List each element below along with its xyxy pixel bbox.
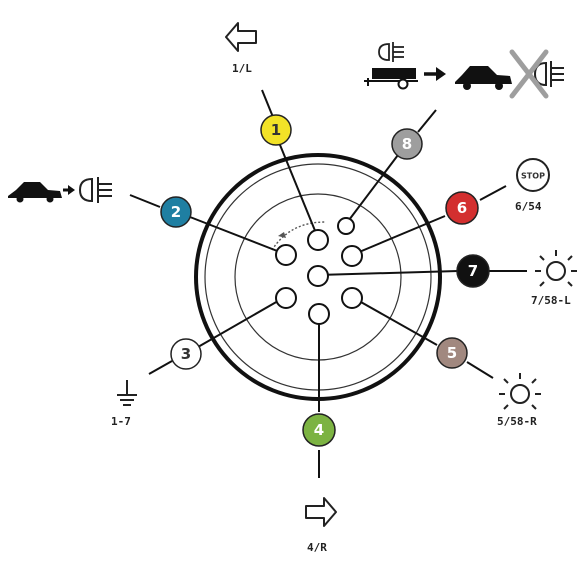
arrow-head-icon	[436, 67, 446, 81]
contacts	[275, 217, 363, 325]
pin-4-number: 4	[314, 421, 324, 439]
arrow-head-icon	[68, 185, 75, 195]
leader-1-inner	[277, 139, 319, 239]
pin-3-circle	[170, 338, 202, 370]
contact-1	[307, 229, 329, 251]
trailer-wheel-icon	[397, 78, 409, 90]
pin-7-label: 7/58-L	[531, 294, 571, 307]
car-lamp-icon	[533, 61, 547, 87]
contact-3	[275, 287, 297, 309]
car-icon	[455, 66, 512, 84]
leader-3-inner	[197, 296, 286, 348]
pin-8-number: 8	[402, 135, 412, 153]
pin-badge-7: 7	[456, 254, 490, 288]
right-tail-light-icon	[499, 373, 541, 410]
contact-6	[341, 245, 363, 267]
cross-line-icon	[509, 49, 549, 99]
left-indicator-arrow-icon	[225, 22, 257, 52]
lamp-icon	[78, 177, 93, 203]
pin-6-number: 6	[457, 199, 467, 217]
pin-badge-8: 8	[391, 128, 423, 160]
car-wheel-icon	[46, 195, 54, 203]
pin-2-circle	[160, 196, 192, 228]
trailer-lamp-icon	[378, 43, 390, 61]
pin-5-circle	[436, 337, 468, 369]
trailer-icon	[372, 68, 416, 79]
socket-key-mark	[271, 221, 326, 251]
leader-8-inner	[345, 154, 399, 225]
pin-5-label: 5/58-R	[497, 415, 537, 428]
leader-2-inner	[189, 216, 286, 255]
stop-sign-text: STOP	[521, 172, 545, 181]
leader-lines	[129, 89, 527, 478]
pin-1-circle	[260, 114, 292, 146]
leader-2-outer	[129, 194, 161, 208]
stop-light-icon: STOP	[516, 158, 550, 192]
pin-1-label: 1/L	[232, 62, 252, 75]
stop-sign-icon	[516, 158, 550, 192]
contact-4	[308, 303, 330, 325]
pin-3-number: 3	[181, 345, 191, 363]
car-icon	[8, 182, 62, 198]
contact-2	[275, 244, 297, 266]
pin-badge-4: 4	[302, 413, 336, 447]
pin-3-label: 1-7	[111, 415, 131, 428]
pin-7-number: 7	[468, 262, 478, 280]
right-indicator-arrow-icon	[305, 497, 337, 527]
car-wheel-icon	[463, 82, 471, 90]
ground-icon	[117, 380, 137, 406]
pin-badge-5: 5	[436, 337, 468, 369]
contact-5	[341, 287, 363, 309]
contact-7	[307, 265, 329, 287]
socket-key-notch	[278, 232, 286, 238]
leader-6-outer	[479, 185, 507, 201]
pin-badge-3: 3	[170, 338, 202, 370]
pin-1-number: 1	[271, 121, 281, 139]
leader-7-inner	[317, 270, 459, 276]
pin-5-number: 5	[447, 344, 457, 362]
leader-5-outer	[466, 361, 494, 379]
fog-light-cutoff-icon	[364, 42, 564, 99]
pin-6-circle	[445, 191, 479, 225]
pin-badge-2: 2	[160, 196, 192, 228]
pin-badge-1: 1	[260, 114, 292, 146]
leader-5-inner	[351, 296, 438, 346]
car-wheel-icon	[495, 82, 503, 90]
pin-7-circle	[456, 254, 490, 288]
car-wheel-icon	[16, 195, 24, 203]
pin-4-label: 4/R	[307, 541, 327, 554]
pin-4-circle	[302, 413, 336, 447]
rear-fog-light-icon	[8, 177, 112, 203]
pin-8-circle	[391, 128, 423, 160]
pin-badge-6: 6	[445, 191, 479, 225]
left-tail-light-icon	[535, 250, 577, 287]
leader-6-inner	[351, 215, 446, 256]
pin-6-label: 6/54	[515, 200, 542, 213]
leader-8-outer	[417, 109, 437, 133]
contact-8	[337, 217, 355, 235]
leader-3-outer	[148, 360, 173, 375]
pin-2-number: 2	[171, 203, 181, 221]
